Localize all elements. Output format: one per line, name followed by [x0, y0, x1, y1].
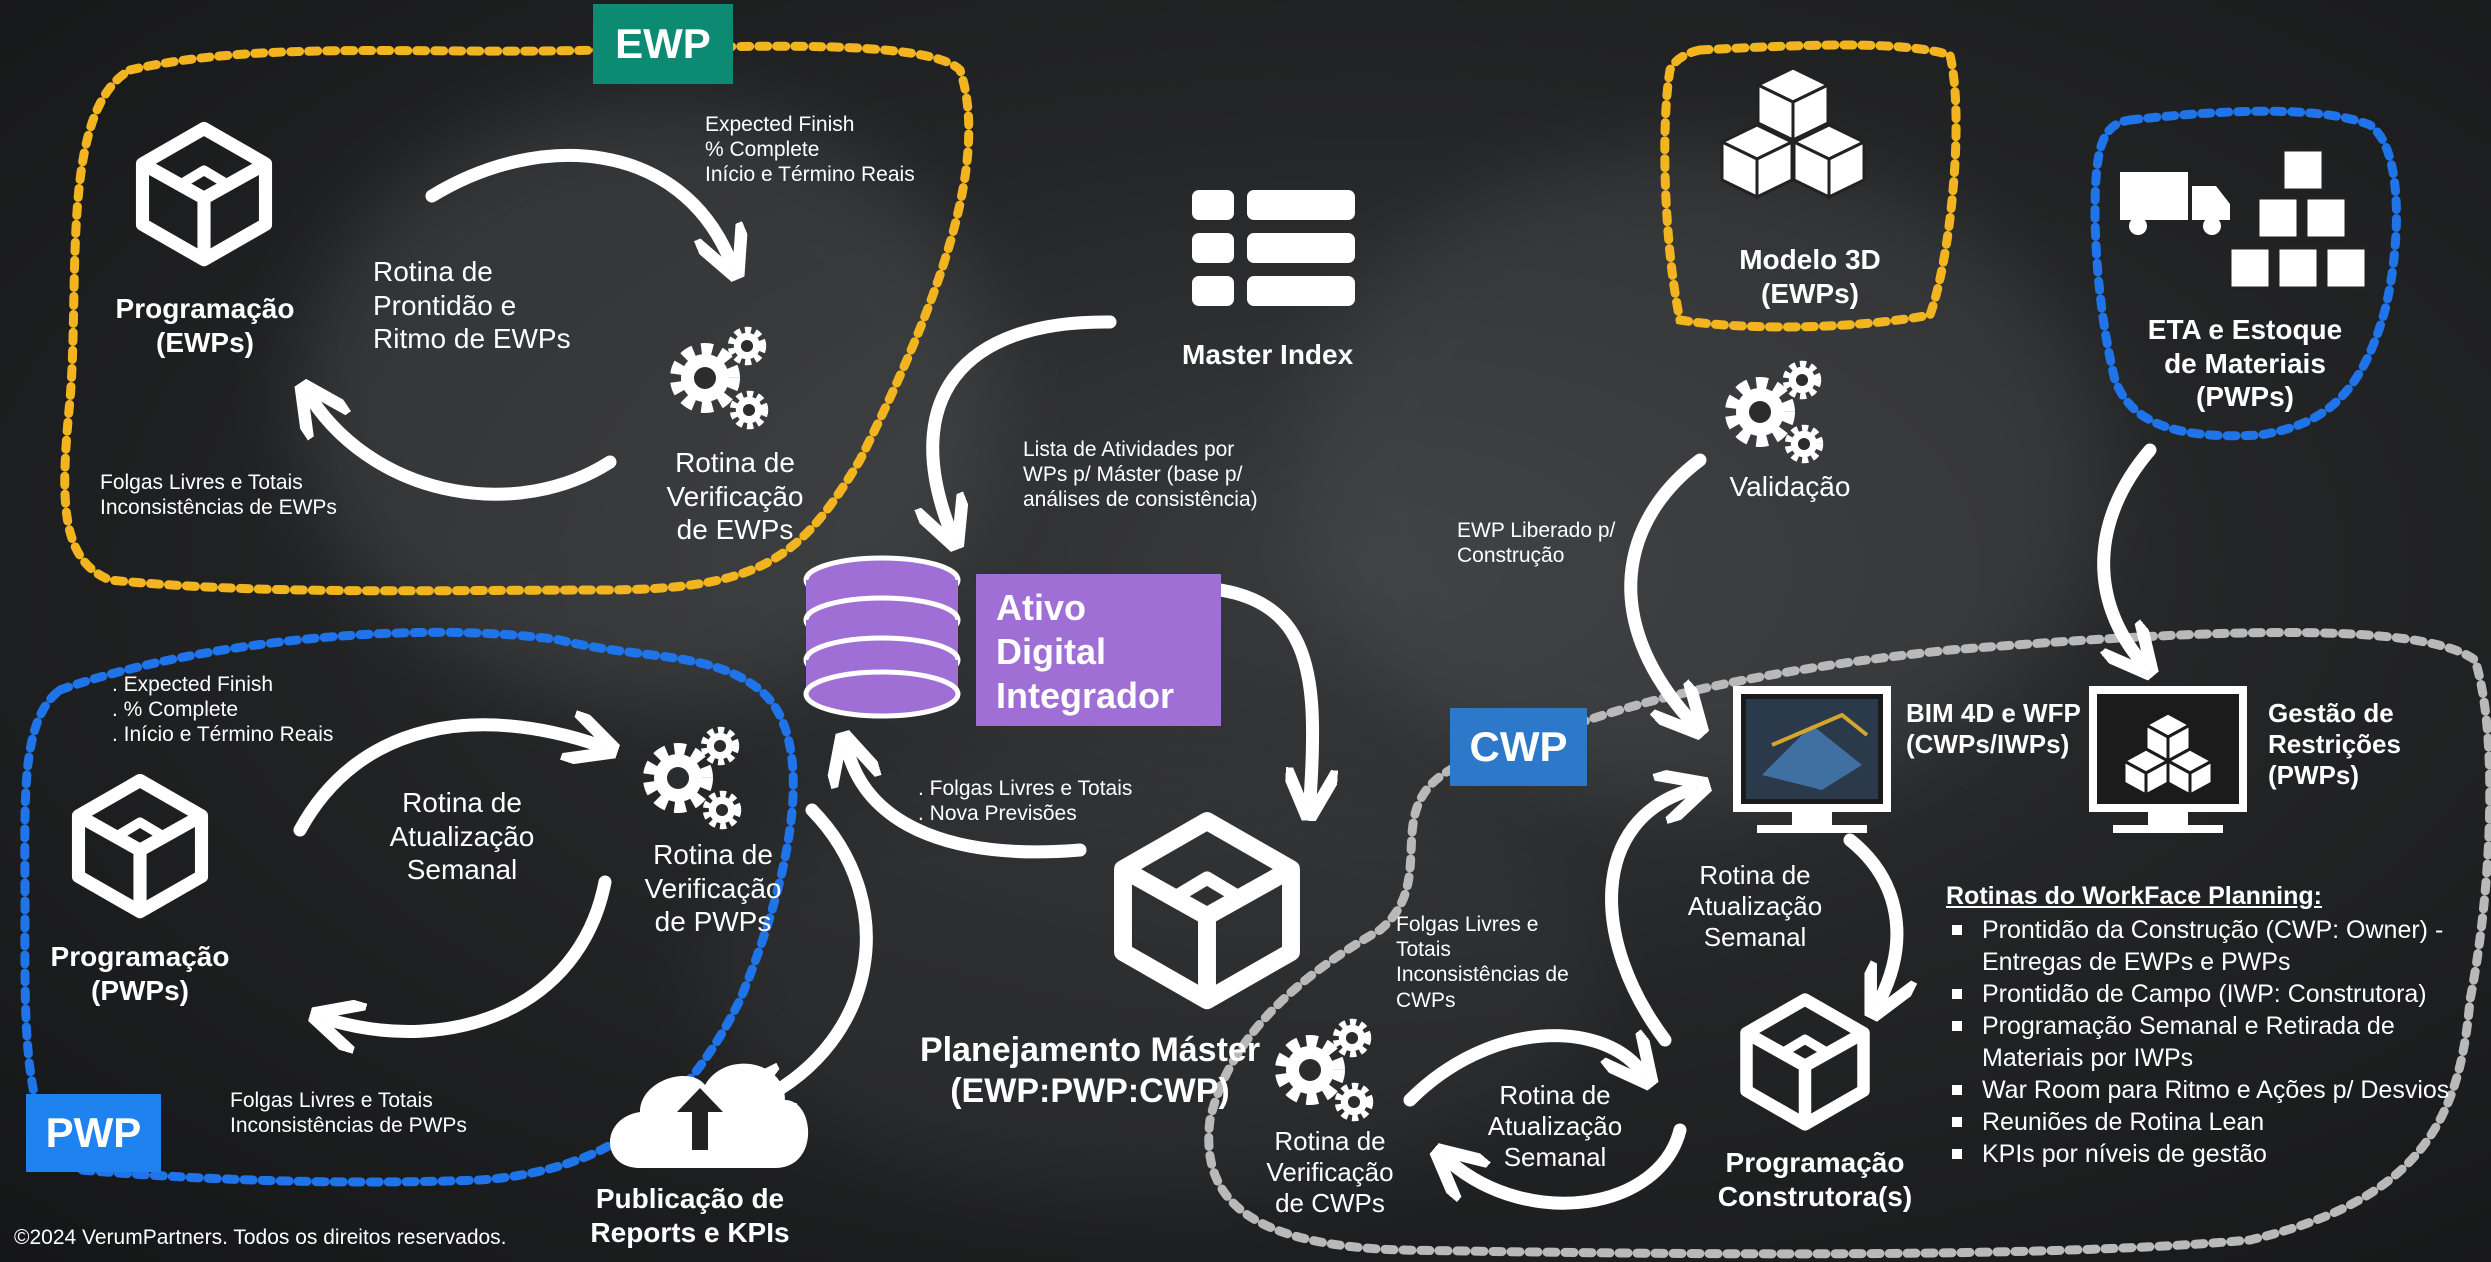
eta-estoque-label: ETA e Estoque de Materiais (PWPs): [2147, 314, 2343, 413]
cubes-3d-icon: [1718, 66, 1868, 200]
folgas-cwp-label: Folgas Livres e Totais Inconsistências d…: [1396, 913, 1569, 1012]
ewp-tag: EWP: [593, 4, 733, 84]
wfp-list-item: War Room para Ritmo e Ações p/ Desvios: [1946, 1074, 2486, 1106]
pwp-programacao-label: Programação (PWPs): [50, 941, 230, 1006]
bim-monitor-icon: [1737, 690, 1887, 833]
wfp-list: Prontidão da Construção (CWP: Owner) - E…: [1946, 914, 2486, 1170]
wfp-list-item: Reuniões de Rotina Lean: [1946, 1106, 2486, 1138]
lista-atividades-label: Lista de Atividades por WPs p/ Máster (b…: [1023, 438, 1258, 512]
pwp-programacao-box-icon: [79, 781, 202, 912]
restricoes-monitor-icon: [2093, 690, 2243, 833]
cwp-region-border: [1204, 628, 2491, 1259]
ewp-rotina-prontidao-label: Rotina de Prontidão e Ritmo de EWPs: [373, 256, 571, 355]
pwp-folgas-label: Folgas Livres e Totais Inconsistências d…: [230, 1089, 467, 1138]
validacao-gear-icon: [1734, 366, 1818, 459]
wfp-list-item: Prontidão de Campo (IWP: Construtora): [1946, 978, 2486, 1010]
truck-boxes-icon: [2120, 148, 2368, 290]
ewp-metrics-label: Expected Finish % Complete Início e Térm…: [705, 113, 915, 187]
master-index-icon: [1192, 190, 1355, 306]
wfp-list-item: Prontidão da Construção (CWP: Owner) - E…: [1946, 914, 2486, 978]
publicacao-label: Publicação de Reports e KPIs: [590, 1183, 790, 1248]
copyright-footer: ©2024 VerumPartners. Todos os direitos r…: [14, 1226, 507, 1249]
programacao-construtora-label: Programação Construtora(s): [1717, 1147, 1913, 1212]
ewp-liberado-label: EWP Liberado p/ Construção: [1457, 519, 1616, 568]
wfp-list-item: Programação Semanal e Retirada de Materi…: [1946, 1010, 2486, 1074]
ewp-verificacao-gear-icon: [679, 332, 763, 425]
wfp-title: Rotinas do WorkFace Planning:: [1946, 882, 2322, 910]
database-icon: [803, 555, 961, 719]
wfp-routines-panel: Rotinas do WorkFace Planning: Prontidão …: [1946, 880, 2486, 1170]
pwp-rotina-verificacao-label: Rotina de Verificação de PWPs: [644, 839, 782, 938]
construtora-box-icon: [1747, 1000, 1864, 1125]
ewp-rotina-verificacao-label: Rotina de Verificação de EWPs: [666, 447, 804, 546]
cloud-upload-icon: [610, 1063, 809, 1168]
cwp-rotina-verificacao-label: Rotina de Verificação de CWPs: [1266, 1126, 1394, 1219]
cwp-tag: CWP: [1450, 708, 1587, 786]
ewp-programacao-box-icon: [143, 129, 266, 260]
validacao-label: Validação: [1729, 471, 1851, 502]
ewp-programacao-label: Programação (EWPs): [115, 293, 295, 358]
pwp-metrics-label: . Expected Finish . % Complete . Início …: [112, 673, 334, 747]
ewp-folgas-label: Folgas Livres e Totais Inconsistências d…: [100, 471, 337, 520]
modelo-3d-region-border: [1660, 40, 1961, 332]
wfp-list-item: KPIs por níveis de gestão: [1946, 1138, 2486, 1170]
planejamento-box-icon: [1123, 821, 1291, 1000]
gestao-restricoes-label: Gestão de Restrições (PWPs): [2268, 698, 2401, 791]
eta-region-border: [2090, 106, 2401, 441]
folgas-previsoes-label: . Folgas Livres e Totais . Nova Previsõe…: [918, 777, 1133, 826]
ativo-digital-label: Ativo Digital Integrador: [976, 574, 1221, 726]
pwp-rotina-atualizacao-label: Rotina de Atualização Semanal: [389, 787, 535, 886]
cwp-rotina-atualizacao-2-label: Rotina de Atualização Semanal: [1487, 1080, 1623, 1173]
master-index-label: Master Index: [1182, 339, 1354, 370]
pwp-tag: PWP: [26, 1094, 161, 1172]
pwp-verificacao-gear-icon: [652, 732, 736, 825]
bim-label: BIM 4D e WFP (CWPs/IWPs): [1906, 698, 2081, 760]
modelo-3d-label: Modelo 3D (EWPs): [1739, 244, 1881, 309]
cwp-rotina-atualizacao-1-label: Rotina de Atualização Semanal: [1687, 860, 1823, 953]
planejamento-master-label: Planejamento Máster (EWP:PWP:CWP): [919, 1031, 1261, 1110]
